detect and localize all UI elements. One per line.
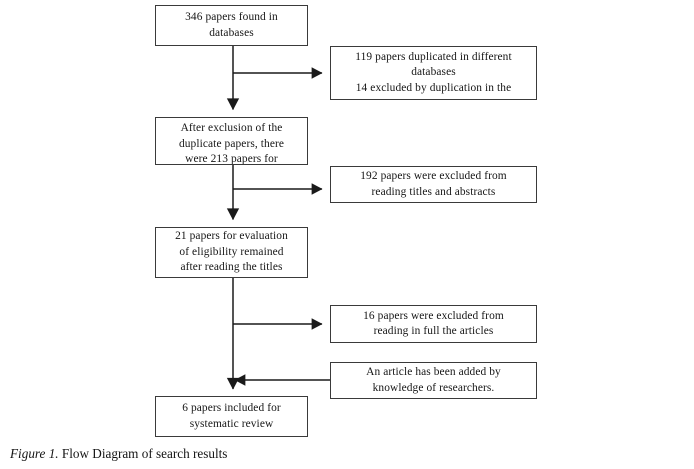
figure-caption-text: Flow Diagram of search results	[58, 446, 228, 461]
box-eligibility-evaluation-line-3: after reading the titles	[180, 261, 283, 274]
box-papers-found: 346 papers found in databases	[155, 5, 308, 46]
box-after-exclusion: After exclusion of the duplicate papers,…	[155, 117, 308, 165]
box-after-exclusion-line-3: were 213 papers for	[185, 153, 278, 165]
box-papers-included-line-2: systematic review	[189, 417, 274, 430]
box-excluded-titles-abstracts-line-1: 192 papers were excluded from	[360, 170, 507, 182]
box-excluded-full-text: 16 papers were excluded from reading in …	[330, 305, 537, 343]
box-after-exclusion-line-1: After exclusion of the	[180, 122, 283, 134]
box-papers-duplicated-line-1: 119 papers duplicated in different	[355, 50, 512, 63]
box-papers-found-line-2: databases	[209, 26, 254, 39]
box-papers-duplicated-line-3: 14 excluded by duplication in the	[355, 81, 512, 94]
box-papers-duplicated: 119 papers duplicated in different datab…	[330, 46, 537, 100]
box-excluded-full-text-line-2: reading in full the articles	[373, 325, 494, 337]
box-article-added-line-1: An article has been added by	[366, 366, 501, 378]
box-eligibility-evaluation: 21 papers for evaluation of eligibility …	[155, 227, 308, 278]
box-after-exclusion-line-2: duplicate papers, there	[178, 137, 285, 150]
box-papers-included: 6 papers included for systematic review	[155, 396, 308, 437]
figure-caption-label: Figure 1.	[10, 446, 59, 461]
box-excluded-titles-abstracts: 192 papers were excluded from reading ti…	[330, 166, 537, 203]
box-article-added: An article has been added by knowledge o…	[330, 362, 537, 399]
box-eligibility-evaluation-line-1: 21 papers for evaluation	[175, 230, 288, 243]
box-papers-duplicated-line-2: databases	[411, 66, 456, 79]
figure-caption: Figure 1. Flow Diagram of search results	[10, 445, 227, 462]
box-excluded-titles-abstracts-line-2: reading titles and abstracts	[371, 185, 496, 198]
box-excluded-full-text-line-1: 16 papers were excluded from	[363, 309, 504, 322]
box-eligibility-evaluation-line-2: of eligibility remained	[179, 245, 284, 258]
box-article-added-line-2: knowledge of researchers.	[372, 381, 495, 394]
box-papers-found-line-1: 346 papers found in	[185, 11, 278, 23]
box-papers-included-line-1: 6 papers included for	[182, 402, 281, 414]
